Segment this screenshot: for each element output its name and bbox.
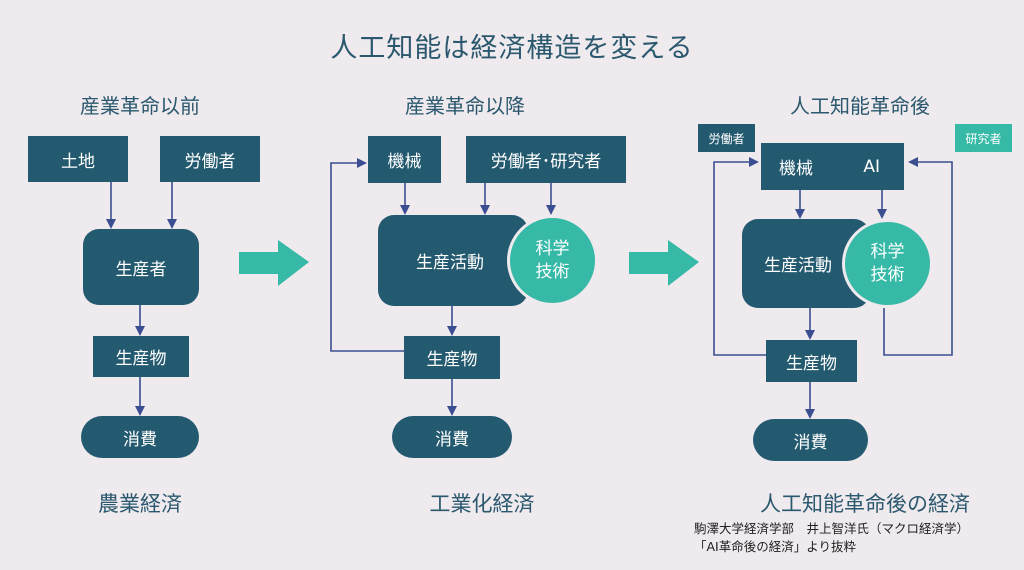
- col1-product-box: 生産物: [93, 336, 189, 377]
- col3-science-line1: 科学: [870, 241, 905, 262]
- col1-worker-box: 労働者: [160, 136, 260, 182]
- col2-worker-researcher-box: 労働者･研究者: [466, 136, 626, 183]
- col2-science-circle: 科学 技術: [507, 215, 598, 306]
- col1-footer: 農業経済: [98, 492, 182, 516]
- col2-consumption-pill: 消費: [392, 416, 512, 458]
- col3-worker-tag: 労働者: [698, 124, 755, 152]
- page-title: 人工知能は経済構造を変える: [330, 33, 694, 64]
- transition-arrow-2: [629, 240, 699, 286]
- feedback-product-to-machine: [330, 158, 404, 352]
- feedback-science-to-ai: [883, 157, 953, 356]
- col1-producer-box: 生産者: [83, 229, 199, 305]
- col2-heading: 産業革命以降: [405, 94, 525, 118]
- transition-arrow-1: [239, 240, 309, 286]
- col2-science-line1: 科学: [535, 238, 570, 259]
- col3-machine-ai-box: 機械 AI: [761, 143, 904, 190]
- col3-consumption-pill: 消費: [753, 419, 868, 461]
- col3-science-circle: 科学 技術: [842, 219, 933, 308]
- col3-heading: 人工知能革命後: [790, 94, 930, 118]
- col3-ai-label: AI: [863, 156, 880, 177]
- feedback-product-to-machine-3: [713, 157, 766, 356]
- col2-footer: 工業化経済: [429, 492, 535, 516]
- credit-line-1: 駒澤大学経済学部 井上智洋氏（マクロ経済学）: [694, 521, 970, 536]
- col2-activity-box: 生産活動: [378, 215, 528, 306]
- col3-footer: 人工知能革命後の経済: [760, 492, 970, 516]
- col2-product-box: 生産物: [404, 336, 500, 379]
- col2-machine-box: 機械: [368, 136, 441, 183]
- source-credit: 駒澤大学経済学部 井上智洋氏（マクロ経済学） 「AI革命後の経済」より抜粋: [694, 520, 1019, 556]
- credit-line-2: 「AI革命後の経済」より抜粋: [694, 539, 856, 554]
- col3-machine-label: 機械: [779, 159, 813, 179]
- col3-science-line2: 技術: [870, 264, 905, 285]
- col1-land-box: 土地: [28, 136, 128, 182]
- col1-consumption-pill: 消費: [81, 416, 199, 458]
- col3-product-box: 生産物: [766, 340, 857, 382]
- col1-heading: 産業革命以前: [80, 94, 200, 118]
- col3-researcher-tag: 研究者: [955, 124, 1012, 152]
- col2-science-line2: 技術: [535, 261, 570, 282]
